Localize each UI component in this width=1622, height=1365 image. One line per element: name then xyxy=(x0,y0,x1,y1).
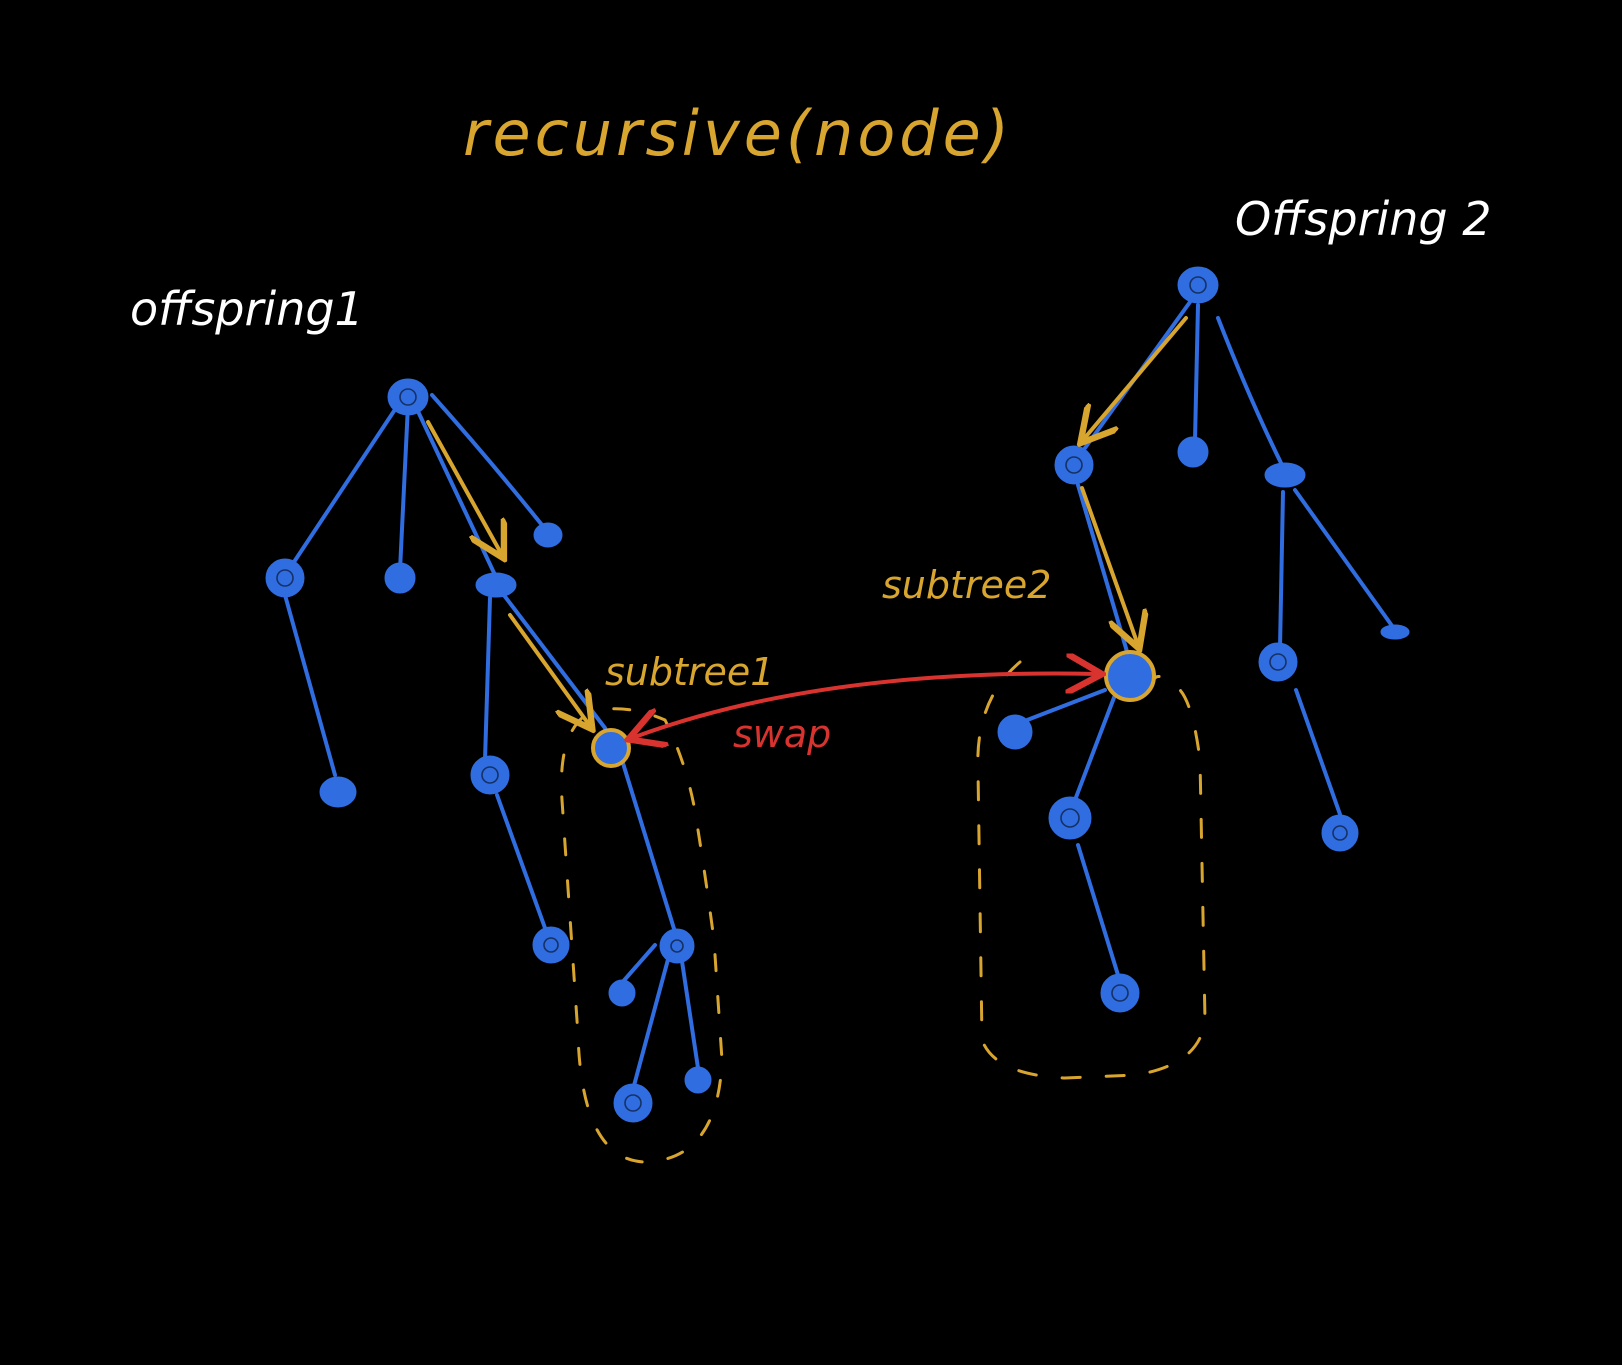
tree2-nodes xyxy=(997,266,1410,1013)
tree1-node xyxy=(265,558,305,598)
tree1-edge xyxy=(618,943,657,987)
tree2-edge xyxy=(1020,688,1107,724)
tree2-node xyxy=(1264,462,1306,488)
tree1-edge xyxy=(483,596,492,762)
tree1-edges xyxy=(283,393,700,1095)
tree-label-offspring-1: offspring1 xyxy=(130,282,364,336)
subtree2-label: subtree2 xyxy=(882,563,1051,607)
tree2-node xyxy=(1177,436,1209,468)
tree2-node xyxy=(997,714,1033,750)
tree1-node-scribbles xyxy=(276,388,684,1112)
tree1-edge xyxy=(498,588,607,730)
tree1-node xyxy=(533,522,563,548)
tree1-nodes xyxy=(265,378,712,1123)
tree2-traversal-path xyxy=(1080,316,1188,645)
tree1-node xyxy=(384,562,416,594)
traversal-arrow xyxy=(1083,316,1188,440)
tree2-node xyxy=(1177,266,1219,304)
tree2-edge xyxy=(1076,843,1120,977)
tree1-edge xyxy=(413,403,497,577)
tree1-edge xyxy=(630,950,672,1095)
tree2-edge xyxy=(1216,316,1284,467)
tree2-node xyxy=(1321,814,1359,852)
tree1-node xyxy=(475,572,517,598)
tree1-node xyxy=(470,755,510,795)
tree2-node xyxy=(1100,973,1140,1013)
tree2-node xyxy=(1258,642,1298,682)
subtree2-root-highlight xyxy=(1104,650,1156,702)
tree2-edge xyxy=(1193,303,1200,442)
tree-offspring-2: Offspring 2 xyxy=(882,192,1492,1080)
tree1-node xyxy=(532,926,570,964)
tree2-node xyxy=(1380,624,1410,640)
diagram-title: recursive(node) xyxy=(463,97,1013,170)
tree1-edge xyxy=(430,393,548,532)
tree1-edge xyxy=(495,793,547,930)
traversal-arrow xyxy=(426,420,502,555)
tree-offspring-1: offspring1 xyxy=(130,282,774,1164)
tree2-node xyxy=(1048,796,1092,840)
swap-label: swap xyxy=(733,712,831,756)
tree2-edge xyxy=(1278,490,1285,650)
swap-connector: swap xyxy=(632,674,1098,756)
subtree1-label: subtree1 xyxy=(605,650,774,694)
tree2-node-scribbles xyxy=(1060,276,1348,1002)
tree2-edge xyxy=(1073,693,1117,802)
tree1-edge xyxy=(283,593,337,777)
swap-arrow xyxy=(632,674,1098,738)
tree1-node xyxy=(613,1083,653,1123)
tree-label-offspring-2: Offspring 2 xyxy=(1235,192,1492,246)
tree1-node xyxy=(319,776,357,808)
tree2-edge xyxy=(1076,483,1130,657)
tree1-node xyxy=(608,979,636,1007)
tree2-edge xyxy=(1293,488,1397,632)
tree1-traversal-path xyxy=(426,420,590,726)
subtree1-boundary xyxy=(559,707,724,1164)
tree1-node xyxy=(684,1066,712,1094)
tree1-node xyxy=(659,928,695,964)
traversal-arrow xyxy=(508,613,590,726)
tree1-node xyxy=(387,378,429,416)
tree1-edge xyxy=(678,946,700,1070)
traversal-arrow xyxy=(1080,486,1138,645)
tree1-edge xyxy=(288,400,402,570)
subtree1-root-highlight xyxy=(591,728,631,768)
tree2-edge xyxy=(1294,688,1344,822)
tree1-edge xyxy=(398,403,410,572)
tree2-node xyxy=(1054,445,1094,485)
tree2-edges xyxy=(1020,300,1397,977)
tree1-edge xyxy=(620,758,677,934)
